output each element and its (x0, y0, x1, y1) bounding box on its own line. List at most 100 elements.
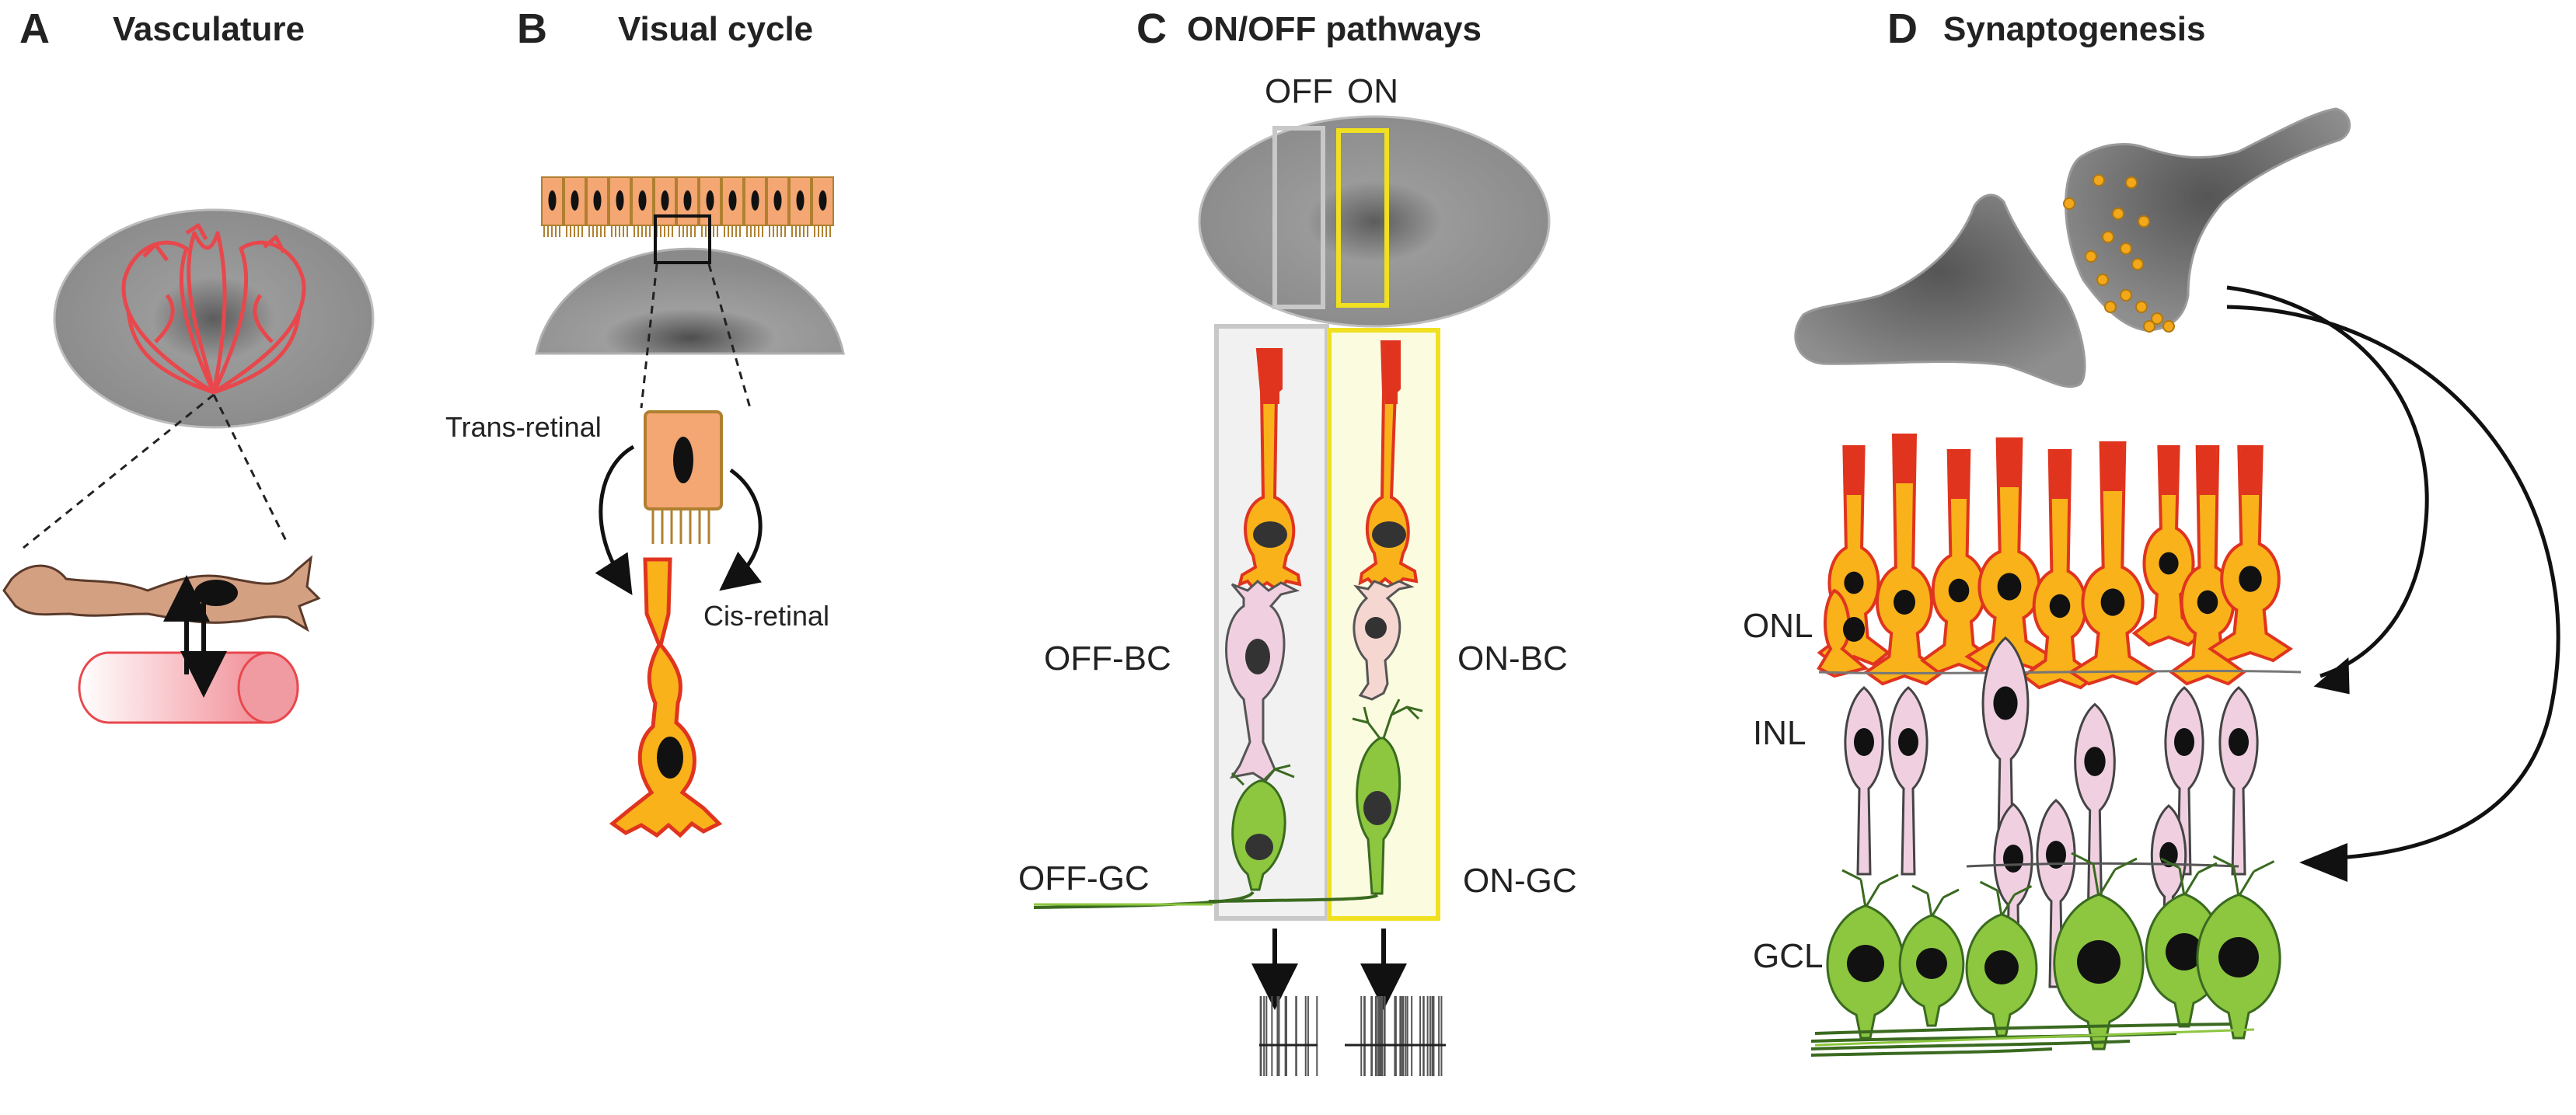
panel-a-title: Vasculature (113, 10, 305, 48)
photoreceptor-nucleus (2100, 588, 2125, 616)
rpe-nucleus (593, 190, 602, 211)
outer-segment (1845, 448, 1862, 495)
rpe-cell (541, 176, 564, 226)
on-ganglion-cell (1352, 699, 1423, 895)
panel-c: C ON/OFF pathways OFF ON (1018, 5, 1577, 1076)
onl-photoreceptor (1863, 434, 1946, 686)
rpe-nucleus (683, 190, 692, 211)
rpe-zoom-line-left (640, 263, 658, 409)
vesicle (2138, 215, 2150, 228)
on-gc-label: ON-GC (1463, 862, 1577, 900)
vesicle (2162, 320, 2175, 333)
photoreceptor-nucleus (1997, 573, 2022, 601)
panel-d-letter: D (1887, 5, 1918, 52)
outer-plexiform-layer (1818, 670, 2302, 674)
vesicle (2120, 289, 2132, 301)
panel-b-title: Visual cycle (618, 10, 813, 48)
outer-segment (2051, 452, 2069, 499)
panel-d-title: Synaptogenesis (1943, 10, 2205, 48)
rpe-nucleus (706, 190, 714, 211)
ganglion-nucleus (2218, 937, 2259, 977)
off-bc-label: OFF-BC (1044, 639, 1171, 678)
cycle-arrow-right (719, 468, 763, 591)
rpe-zoom-line-right (707, 263, 752, 409)
vesicle (2063, 197, 2075, 210)
interneuron-nucleus (1993, 686, 2018, 720)
cis-retinal-label: Cis-retinal (703, 600, 829, 632)
astrocyte-nucleus (194, 580, 238, 606)
photoreceptor-nucleus (1843, 617, 1865, 642)
panel-a: A Vasculature (2, 5, 375, 724)
rpe-nucleus (819, 190, 827, 211)
on-strip-box (1336, 128, 1389, 308)
interneuron-nucleus (2174, 728, 2194, 756)
onl-photoreceptors (1817, 434, 2302, 690)
onl-photoreceptor (1817, 588, 1869, 678)
presynaptic-terminal (2065, 107, 2351, 332)
ganglion-dendrite (2160, 857, 2218, 897)
photoreceptor-nucleus (1948, 578, 1970, 603)
photoreceptor-nucleus (2159, 552, 2179, 575)
rpe-nucleus (616, 190, 624, 211)
rpe-nucleus (728, 190, 737, 211)
ganglion-nucleus (2077, 940, 2120, 984)
vesicle (2131, 258, 2144, 270)
panel-c-letter: C (1136, 5, 1167, 52)
off-bipolar-cell (1225, 579, 1300, 782)
on-bc-label: ON-BC (1457, 639, 1568, 678)
postsynaptic-terminal (1794, 193, 2086, 389)
zoom-line-left (23, 393, 215, 549)
on-bipolar-cell (1353, 580, 1415, 701)
panel-b: B Visual cycle Trans-retinal Cis-retinal (445, 5, 845, 838)
vesicle (2104, 301, 2117, 313)
outer-segment (2240, 448, 2260, 495)
inl-interneuron (1888, 686, 1929, 876)
synapse-arrow-gcl (2226, 305, 2560, 861)
rpe-nucleus (571, 190, 579, 211)
rpe-cell (564, 176, 586, 226)
outer-segment (1949, 452, 1968, 499)
panel-a-letter: A (19, 5, 50, 52)
onl-label: ONL (1743, 607, 1813, 645)
outer-segment (2102, 444, 2124, 491)
off-gc-axon (1033, 890, 1255, 909)
vesicle (2125, 176, 2138, 189)
on-label: ON (1347, 72, 1398, 110)
rpe-nucleus (751, 190, 759, 211)
on-photoreceptor (1358, 340, 1419, 589)
rpe-nucleus (548, 190, 557, 211)
rod-photoreceptor (609, 557, 723, 838)
on-gc-axon (1208, 894, 1379, 903)
outer-segment (1998, 441, 2020, 487)
synapse-arrow-inl (2226, 285, 2429, 678)
ganglion-dendrite (2212, 855, 2275, 897)
panel-d: D Synaptogenesis ONL INL GCL (1743, 5, 2560, 1057)
outer-segment (2160, 448, 2177, 495)
off-spike-train (1259, 996, 1318, 1076)
vesicle (2120, 242, 2132, 255)
fiber-highlight (1814, 1028, 2255, 1047)
onl-photoreceptor (2068, 441, 2158, 686)
ganglion-nucleus (1984, 950, 2019, 984)
ganglion-nucleus (1847, 945, 1884, 982)
vesicle (2102, 231, 2114, 243)
ganglion-dendrite (2071, 852, 2138, 897)
off-label: OFF (1265, 72, 1333, 110)
interneuron-nucleus (2046, 841, 2066, 869)
vesicle (2151, 312, 2163, 325)
interneuron-nucleus (2084, 747, 2106, 776)
rpe-nucleus (796, 190, 805, 211)
rpe-layer (541, 176, 834, 237)
interneuron-nucleus (2003, 845, 2023, 873)
photoreceptor-nucleus (2239, 566, 2262, 592)
rpe-cell-zoom (644, 410, 723, 544)
on-spike-train (1345, 996, 1446, 1076)
onl-photoreceptor (2021, 449, 2099, 690)
vesicle (2112, 207, 2124, 220)
ganglion-dendrite (1911, 884, 1960, 918)
retina-flatmount (53, 208, 375, 429)
rpe-nucleus (773, 190, 782, 211)
panel-b-letter: B (517, 5, 547, 52)
photoreceptor-nucleus (1844, 571, 1864, 594)
